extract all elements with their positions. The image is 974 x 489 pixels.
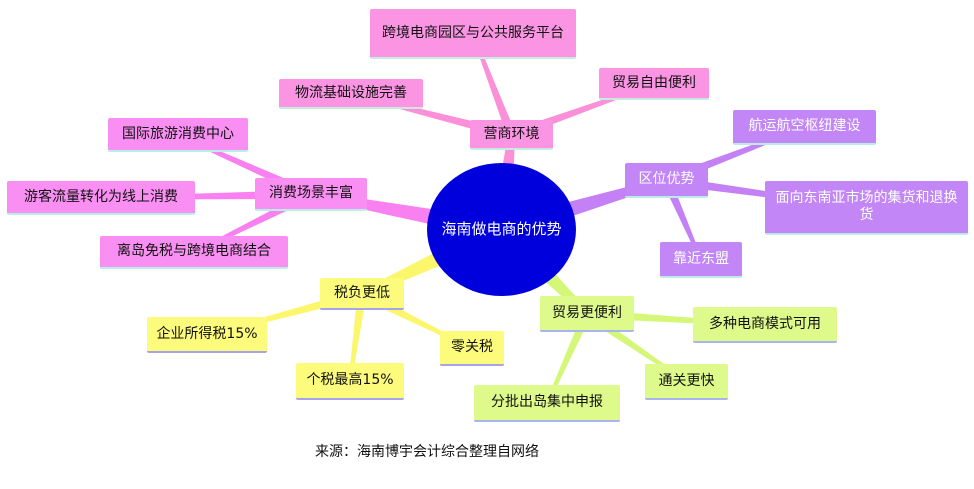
leaf-personal-income-tax: 个税最高15% <box>296 363 404 400</box>
leaf-international-tourism-center: 国际旅游消费中心 <box>108 118 248 152</box>
leaf-faster-customs: 通关更快 <box>645 364 728 400</box>
leaf-corporate-income-tax: 企业所得税15% <box>147 317 267 353</box>
central-topic: 海南做电商的优势 <box>427 163 576 296</box>
leaf-batch-declaration: 分批出岛集中申报 <box>474 385 620 422</box>
leaf-near-asean: 靠近东盟 <box>660 242 742 278</box>
branch-rich-consumption: 消费场景丰富 <box>255 178 367 211</box>
leaf-sea-market-consolidation: 面向东南亚市场的集货和退换货 <box>765 181 968 235</box>
leaf-tourist-flow-online: 游客流量转化为线上消费 <box>7 181 195 215</box>
leaf-logistics-infrastructure: 物流基础设施完善 <box>279 79 423 109</box>
leaf-trade-freedom: 贸易自由便利 <box>599 68 709 100</box>
branch-lower-tax: 税负更低 <box>320 278 404 310</box>
connector-shui-1 <box>348 293 367 382</box>
leaf-multiple-ecommerce-modes: 多种电商模式可用 <box>693 307 837 343</box>
leaf-shipping-aviation-hub: 航运航空枢纽建设 <box>733 110 876 145</box>
leaf-crossborder-park-platform: 跨境电商园区与公共服务平台 <box>370 9 576 59</box>
connector-mao-2 <box>545 312 592 405</box>
leaf-zero-tariff: 零关税 <box>440 331 504 366</box>
connector-qu-2 <box>662 178 703 261</box>
branch-trade-convenience: 贸易更便利 <box>540 296 634 332</box>
branch-location-advantage: 区位优势 <box>625 163 708 198</box>
connector-ying-0 <box>471 33 516 137</box>
leaf-duty-free-crossborder: 离岛免税与跨境电商结合 <box>100 236 288 269</box>
source-caption: 来源：海南博宇会计综合整理自网络 <box>315 444 539 460</box>
branch-business-environment: 营商环境 <box>470 120 553 150</box>
